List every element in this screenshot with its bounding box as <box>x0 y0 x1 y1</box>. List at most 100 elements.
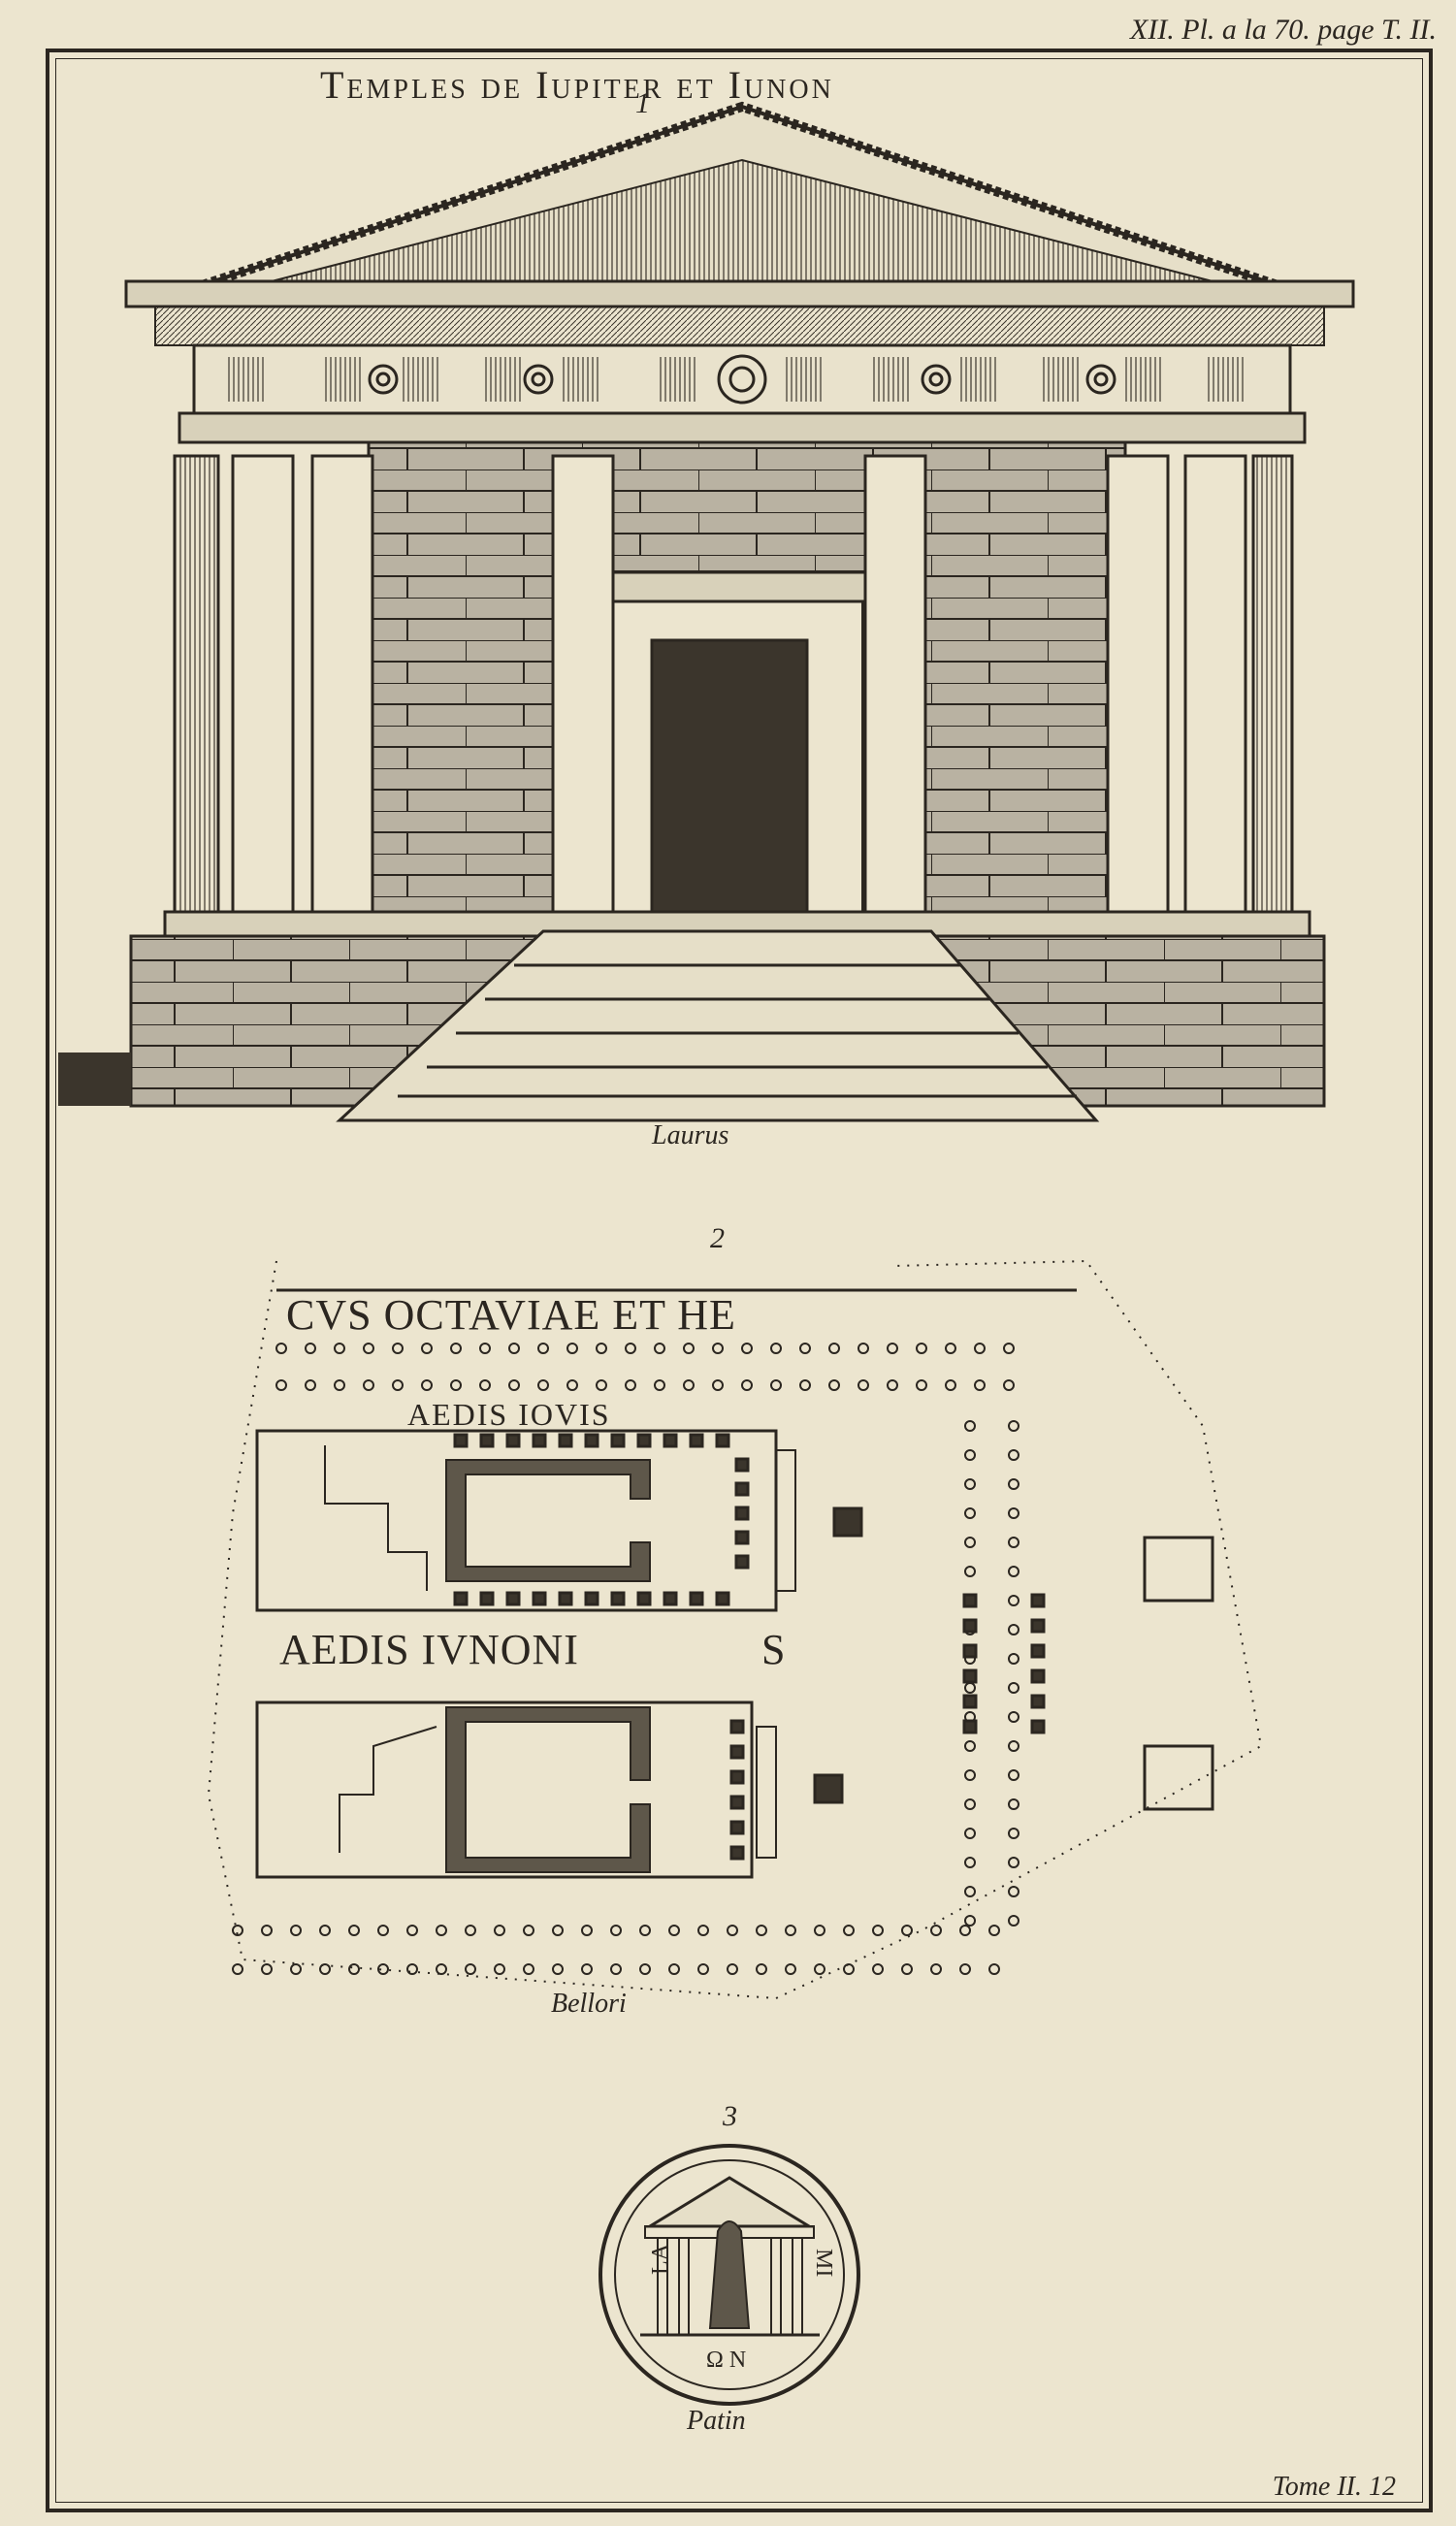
plan-pier <box>729 1769 745 1785</box>
plan-column <box>421 1343 433 1354</box>
plan-pier <box>734 1554 750 1570</box>
plan-column <box>508 1379 520 1391</box>
coin-left-legend: LA <box>648 2244 673 2275</box>
plan-column <box>406 1963 418 1975</box>
plan-column <box>1008 1420 1019 1432</box>
plan-pier <box>532 1591 547 1606</box>
plan-column <box>625 1343 636 1354</box>
plan-column <box>916 1379 927 1391</box>
plan-column <box>964 1566 976 1577</box>
coin-bottom-legend: Ω N <box>706 2348 747 2373</box>
plan-column <box>697 1963 709 1975</box>
plan-pier <box>453 1433 469 1448</box>
plan-column <box>261 1963 273 1975</box>
plan-column <box>537 1343 549 1354</box>
plan-column <box>654 1379 665 1391</box>
coin-right-legend: MI <box>811 2249 836 2278</box>
plan-column <box>581 1925 593 1936</box>
plan-column <box>232 1925 243 1936</box>
plan-column <box>964 1420 976 1432</box>
plan-column <box>964 1886 976 1897</box>
plan-column <box>697 1925 709 1936</box>
plan-column <box>1008 1769 1019 1781</box>
plan-column <box>1003 1343 1015 1354</box>
plan-column <box>872 1963 884 1975</box>
plan-pier <box>663 1591 678 1606</box>
plan-column <box>964 1828 976 1839</box>
plan-pier <box>610 1433 626 1448</box>
plan-column <box>964 1682 976 1694</box>
plan-column <box>334 1343 345 1354</box>
propylon-south <box>1143 1744 1214 1811</box>
temple-doorway <box>650 638 809 923</box>
plan-column <box>988 1963 1000 1975</box>
plan-column <box>756 1963 767 1975</box>
plan-pier <box>1030 1643 1046 1659</box>
plan-column <box>945 1343 956 1354</box>
plan-column <box>363 1379 374 1391</box>
plan-column <box>683 1343 695 1354</box>
plan-column <box>901 1963 913 1975</box>
altar-iunonis <box>813 1773 844 1804</box>
plan-column <box>974 1379 986 1391</box>
plan-label-aedis-iovis: AEDIS IOVIS <box>407 1397 611 1432</box>
plan-column <box>450 1343 462 1354</box>
plan-column <box>465 1925 476 1936</box>
plan-pier <box>453 1591 469 1606</box>
plan-column <box>887 1343 898 1354</box>
plan-column <box>523 1925 534 1936</box>
aedis-iunonis-outline <box>255 1700 754 1879</box>
plan-column <box>465 1963 476 1975</box>
plan-column <box>712 1379 724 1391</box>
plan-column <box>1008 1886 1019 1897</box>
plan-column <box>377 1963 389 1975</box>
plan-column <box>712 1343 724 1354</box>
plan-column <box>537 1379 549 1391</box>
plan-pier <box>734 1530 750 1545</box>
plan-column <box>964 1507 976 1519</box>
plan-column <box>275 1343 287 1354</box>
plan-column <box>581 1963 593 1975</box>
plan-column <box>596 1379 607 1391</box>
plan-column <box>421 1379 433 1391</box>
plan-column <box>275 1379 287 1391</box>
plan-label-aedis-iunonis: AEDIS IVNONI <box>279 1626 579 1673</box>
plan-column <box>964 1740 976 1752</box>
figure-3-credit: Patin <box>687 2406 746 2436</box>
plan-column <box>392 1343 404 1354</box>
frieze-rosettes <box>368 354 1116 405</box>
plan-column <box>959 1925 971 1936</box>
plan-column <box>1008 1653 1019 1665</box>
plan-column <box>1008 1507 1019 1519</box>
plan-column <box>964 1915 976 1927</box>
plan-column <box>639 1963 651 1975</box>
propylon-north <box>1143 1536 1214 1603</box>
plan-column <box>1003 1379 1015 1391</box>
plan-pier <box>636 1433 652 1448</box>
plan-column <box>828 1343 840 1354</box>
plan-pier <box>715 1591 730 1606</box>
plan-column <box>450 1379 462 1391</box>
plan-column <box>436 1925 447 1936</box>
plan-pier <box>584 1591 599 1606</box>
plan-pier <box>1030 1719 1046 1734</box>
temple-elevation <box>58 101 1355 1122</box>
plan-pier <box>558 1433 573 1448</box>
plan-column <box>668 1963 680 1975</box>
plan-column <box>814 1963 825 1975</box>
plan-column <box>334 1379 345 1391</box>
plan-pier <box>962 1668 978 1684</box>
plan-column <box>523 1963 534 1975</box>
temple-stairs <box>336 929 1100 1122</box>
plate-title: Temples de Iupiter et Iunon <box>320 63 834 107</box>
plan-column <box>1008 1478 1019 1490</box>
plan-column <box>872 1925 884 1936</box>
plan-column <box>610 1963 622 1975</box>
figure-3-number: 3 <box>723 2100 737 2132</box>
plan-pier <box>610 1591 626 1606</box>
plan-pier <box>729 1719 745 1734</box>
plan-column <box>756 1925 767 1936</box>
plan-pier <box>962 1618 978 1634</box>
plan-pier <box>689 1433 704 1448</box>
plan-pier <box>1030 1668 1046 1684</box>
